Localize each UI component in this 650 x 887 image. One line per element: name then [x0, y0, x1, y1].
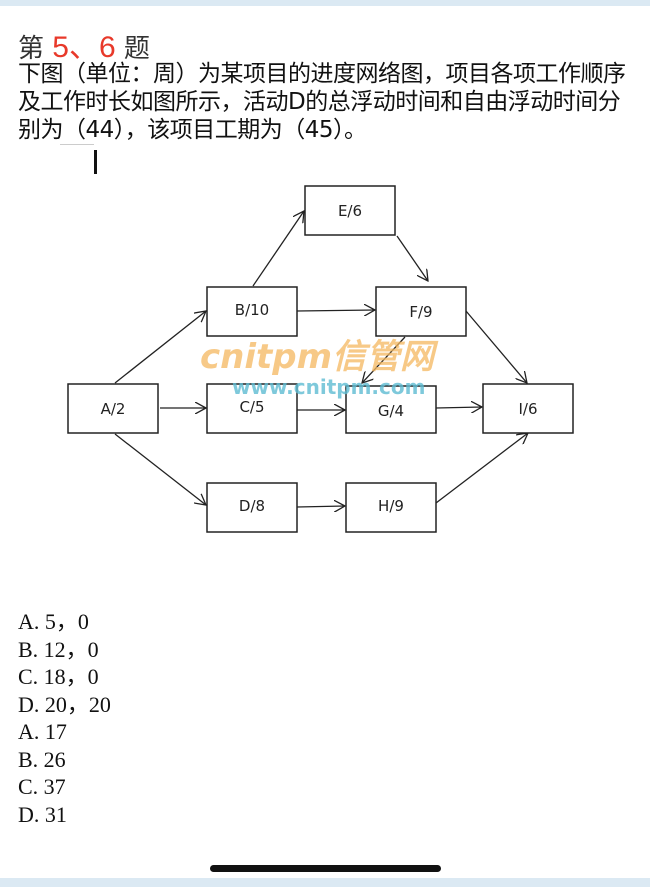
- question-text: 下图（单位：周）为某项目的进度网络图，项目各项工作顺序及工作时长如图所示，活动D…: [18, 61, 626, 143]
- edge-f-g: [362, 336, 406, 383]
- edge-g-i: [435, 407, 482, 408]
- edge-b-f: [296, 310, 375, 311]
- option-44-d[interactable]: D. 20，20: [18, 691, 111, 717]
- node-i: I/6: [482, 383, 574, 434]
- edge-b-e: [252, 211, 304, 287]
- node-e: E/6: [304, 185, 396, 236]
- edge-d-h: [296, 506, 345, 507]
- option-44-c[interactable]: C. 18，0: [18, 664, 99, 689]
- node-a: A/2: [67, 383, 159, 434]
- home-indicator[interactable]: [210, 865, 441, 872]
- option-45-b[interactable]: B. 26: [18, 746, 66, 772]
- edge-a-b: [114, 311, 206, 384]
- title-suffix: 题: [123, 34, 150, 64]
- edge-e-f: [396, 235, 428, 281]
- edges: [114, 211, 528, 507]
- cursor-underline: [60, 144, 94, 145]
- title-number: 5、6: [52, 31, 116, 64]
- node-g: G/4: [345, 385, 437, 434]
- edge-f-i: [465, 310, 527, 383]
- node-f: F/9: [375, 286, 467, 337]
- svg-text:I/6: I/6: [518, 400, 537, 418]
- svg-text:A/2: A/2: [101, 400, 126, 418]
- option-45-a[interactable]: A. 17: [18, 719, 67, 744]
- bottom-bar: [0, 878, 650, 887]
- svg-text:H/9: H/9: [378, 497, 404, 515]
- title-prefix: 第: [18, 34, 45, 64]
- text-cursor: [94, 150, 97, 174]
- top-bar: [0, 0, 650, 6]
- svg-text:E/6: E/6: [338, 202, 362, 220]
- node-c: C/5: [206, 383, 298, 434]
- watermark-url: www.cnitpm.com: [232, 375, 425, 399]
- answer-options: A. 5，0 B. 12，0 C. 18，0 D. 20，20 A. 17 B.…: [18, 608, 111, 828]
- svg-text:B/10: B/10: [235, 301, 269, 319]
- question-title: 第 5、6 题: [18, 22, 150, 66]
- svg-text:G/4: G/4: [378, 402, 404, 420]
- edge-a-d: [114, 433, 206, 505]
- option-45-d[interactable]: D. 31: [18, 801, 67, 827]
- watermark-logo: cnitpm信管网: [200, 337, 439, 377]
- option-45-c[interactable]: C. 37: [18, 774, 66, 799]
- option-44-b[interactable]: B. 12，0: [18, 636, 99, 662]
- network-diagram: E/6 B/10 F/9 A/2 C/5 G/4 I/6 D/8 H/9 cni…: [67, 185, 574, 533]
- option-44-a[interactable]: A. 5，0: [18, 609, 89, 634]
- svg-text:C/5: C/5: [239, 398, 264, 416]
- node-d: D/8: [206, 482, 298, 533]
- node-b: B/10: [206, 286, 298, 337]
- edge-h-i: [435, 433, 528, 504]
- svg-text:F/9: F/9: [409, 303, 432, 321]
- svg-text:D/8: D/8: [239, 497, 265, 515]
- node-h: H/9: [345, 482, 437, 533]
